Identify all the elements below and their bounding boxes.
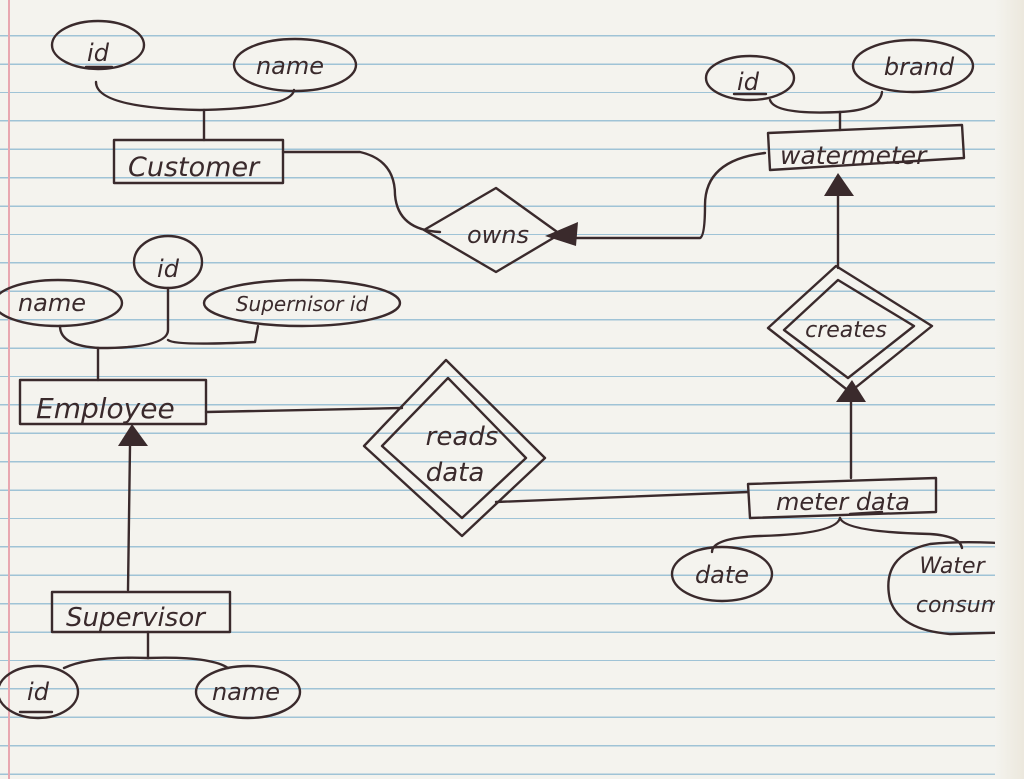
- relationship-owns: owns: [422, 186, 562, 274]
- attribute-meterdata-water-consumption: Water consump: [887, 541, 1024, 636]
- connector-customer-owns: [281, 150, 442, 234]
- attribute-customer-id: id: [50, 19, 146, 71]
- attribute-watermeter-brand: brand: [851, 38, 975, 94]
- relationship-label: creates: [805, 318, 887, 343]
- attribute-supervisor-name: name: [194, 664, 302, 720]
- relationship-reads-data: reads data: [362, 358, 547, 538]
- entity-customer: Customer: [112, 138, 285, 185]
- relationship-label: owns: [467, 221, 529, 249]
- attribute-customer-name: name: [232, 37, 358, 93]
- entity-supervisor: Supervisor: [50, 590, 232, 634]
- entity-label: Customer: [128, 152, 261, 183]
- attribute-label: brand: [884, 53, 955, 81]
- connector-employee-readsdata: [204, 406, 404, 414]
- key-underline: [848, 510, 884, 516]
- arrow-head: [118, 424, 148, 446]
- connector-supervisor-name: [146, 656, 230, 670]
- connector-meterdata-readsdata: [494, 490, 750, 504]
- connector-employee-attrs-left: [58, 286, 170, 350]
- connector-meterdata-water: [838, 516, 964, 550]
- entity-watermeter: watermeter: [766, 123, 966, 172]
- connector-customer-attrs: [94, 80, 296, 112]
- attribute-label: date: [695, 561, 749, 589]
- relationship-label-line2: data: [426, 458, 485, 488]
- connector-employee-attrs-right: [166, 324, 260, 345]
- attribute-label: id: [87, 39, 110, 67]
- attribute-meterdata-date: date: [670, 545, 774, 603]
- attribute-label: name: [212, 678, 280, 706]
- entity-label: meter data: [776, 488, 910, 516]
- entity-label: Supervisor: [66, 603, 207, 633]
- connector-meterdata-date: [710, 516, 842, 554]
- attribute-employee-name: name: [0, 278, 124, 328]
- arrow-head: [824, 173, 854, 196]
- entity-employee: Employee: [18, 378, 208, 426]
- relationship-creates: creates: [766, 264, 934, 394]
- attribute-supervisor-id: id: [0, 664, 80, 720]
- relationship-label-line1: reads: [426, 422, 499, 452]
- attribute-employee-supervisor-id: Supernisor id: [202, 278, 402, 328]
- connector-supervisor-id: [62, 656, 150, 670]
- entity-label: watermeter: [780, 141, 928, 170]
- arrow-head: [545, 222, 578, 246]
- attribute-employee-id: id: [132, 234, 204, 290]
- connector-employee-supervisor: [126, 444, 132, 592]
- attribute-label-line2: consump: [916, 593, 1016, 618]
- attribute-label: name: [18, 289, 86, 317]
- connector-owns-watermeter: [573, 151, 767, 240]
- attribute-watermeter-id: id: [704, 54, 796, 102]
- connector-watermeter-attrs: [768, 90, 884, 114]
- attribute-label: Supernisor id: [236, 292, 369, 316]
- arrow-head: [836, 380, 866, 402]
- attribute-label: id: [27, 678, 50, 706]
- entity-label: Employee: [36, 392, 175, 425]
- attribute-label: id: [157, 255, 180, 283]
- attribute-label: name: [256, 52, 324, 80]
- attribute-label-line1: Water: [919, 554, 986, 579]
- entity-meter-data: meter data: [746, 476, 938, 520]
- attribute-label: id: [737, 68, 760, 96]
